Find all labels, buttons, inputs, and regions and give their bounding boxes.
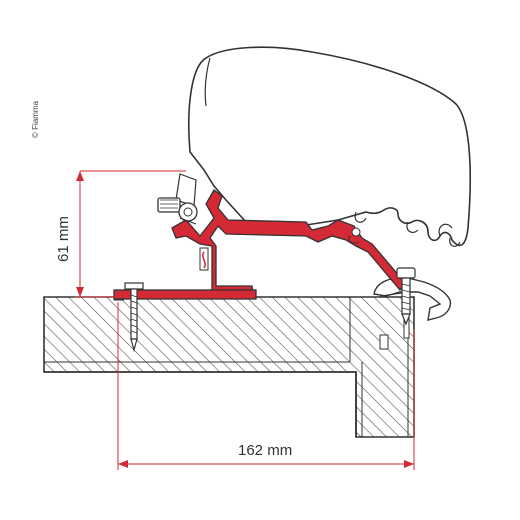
- awning-case-icon: [187, 46, 472, 247]
- mounting-bracket-icon: [113, 189, 407, 301]
- screw-icon: [124, 173, 416, 353]
- width-dimension: 162 mm: [117, 302, 415, 470]
- roof-section-icon: [43, 296, 415, 438]
- width-dimension-label: 162 mm: [238, 442, 292, 459]
- height-dimension-label: 61 mm: [55, 216, 72, 262]
- height-dimension: 61 mm: [55, 170, 186, 298]
- copyright-text: © Fiamma: [31, 100, 40, 138]
